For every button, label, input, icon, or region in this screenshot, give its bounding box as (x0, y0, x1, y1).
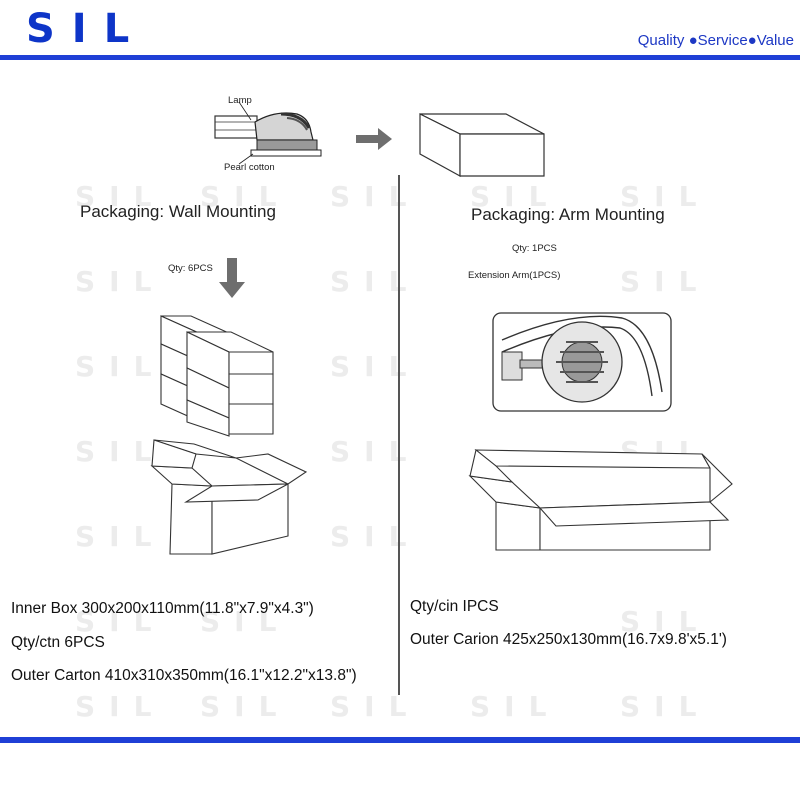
lamp-label: Lamp (228, 95, 252, 106)
watermark: SIL (330, 690, 421, 723)
pearl-cotton-label: Pearl cotton (224, 162, 275, 173)
wall-qty-label: Qty: 6PCS (168, 263, 213, 274)
watermark: SIL (75, 605, 166, 638)
closed-box-illustration (419, 113, 545, 178)
watermark: SIL (200, 690, 291, 723)
lamp-packing-diagram (214, 101, 322, 165)
watermark: SIL (75, 520, 166, 553)
qty-per-carton-spec: Qty/ctn 6PCS (11, 634, 105, 651)
footer-bar (0, 737, 800, 743)
watermark: SIL (620, 180, 711, 213)
header-divider-bar (0, 55, 800, 60)
watermark: SIL (330, 350, 421, 383)
arm-mounting-heading: Packaging: Arm Mounting (471, 205, 665, 224)
stacked-inner-boxes-illustration (160, 315, 274, 437)
watermark: SIL (470, 690, 561, 723)
arm-lamp-in-foam-illustration (492, 312, 672, 412)
watermark: SIL (75, 690, 166, 723)
extension-arm-label: Extension Arm(1PCS) (468, 270, 561, 281)
column-divider (398, 175, 400, 695)
watermark: SIL (75, 265, 166, 298)
watermark: SIL (200, 180, 291, 213)
watermark: SIL (620, 690, 711, 723)
arm-outer-carton-spec: Outer Carion 425x250x130mm(16.7x9.8'x5.1… (410, 631, 727, 648)
watermark: SIL (470, 180, 561, 213)
tagline: Quality ●Service●Value (637, 32, 794, 49)
down-arrow-icon (219, 258, 245, 298)
watermark: SIL (330, 520, 421, 553)
watermark: SIL (330, 265, 421, 298)
watermark: SIL (75, 435, 166, 468)
watermark: SIL (620, 605, 711, 638)
watermark: SIL (330, 435, 421, 468)
watermark: SIL (75, 180, 166, 213)
right-arrow-icon (356, 128, 392, 150)
watermark: SIL (620, 265, 711, 298)
watermark: SIL (200, 605, 291, 638)
brand-logo: SIL (26, 6, 147, 52)
inner-box-spec: Inner Box 300x200x110mm(11.8"x7.9"x4.3") (11, 600, 314, 617)
watermark: SIL (75, 350, 166, 383)
arm-qty-label: Qty: 1PCS (512, 243, 557, 254)
arm-qty-per-carton-spec: Qty/cin IPCS (410, 598, 499, 615)
flat-open-carton-illustration (468, 449, 733, 551)
outer-carton-spec: Outer Carton 410x310x350mm(16.1"x12.2"x1… (11, 667, 357, 684)
watermark: SIL (330, 180, 421, 213)
wall-mounting-heading: Packaging: Wall Mounting (80, 202, 276, 221)
open-carton-illustration (150, 439, 308, 555)
